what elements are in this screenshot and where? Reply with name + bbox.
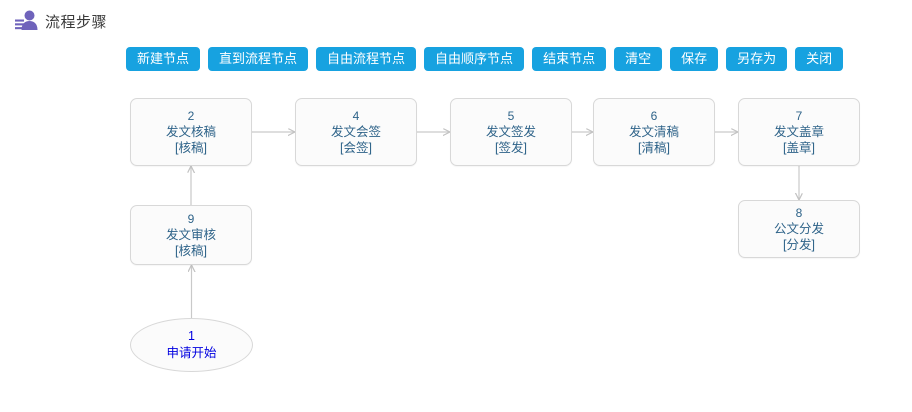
flow-node-8[interactable]: 8 公文分发 [分发]: [738, 200, 860, 258]
flow-node-1[interactable]: 1 申请开始: [130, 318, 253, 372]
node-name: 发文签发: [485, 125, 536, 139]
flow-node-4[interactable]: 4 发文会签 [会签]: [295, 98, 417, 166]
node-role: [签发]: [495, 141, 527, 155]
node-role: [清稿]: [638, 141, 670, 155]
node-name: 发文核稿: [165, 125, 216, 139]
node-id: 5: [507, 109, 515, 123]
node-name: 公文分发: [773, 222, 824, 236]
node-id: 8: [795, 206, 803, 220]
toolbar-button-clear[interactable]: 清空: [614, 47, 663, 71]
toolbar-button-close[interactable]: 关闭: [795, 47, 844, 71]
node-role: [核稿]: [175, 244, 207, 258]
toolbar-button-save[interactable]: 保存: [670, 47, 719, 71]
page-header: 流程步骤: [0, 0, 912, 42]
flow-toolbar: 新建节点直到流程节点自由流程节点自由顺序节点结束节点清空保存另存为关闭: [126, 47, 844, 71]
node-id: 1: [188, 329, 195, 343]
toolbar-button-free-flow-node[interactable]: 自由流程节点: [316, 47, 417, 71]
node-id: 9: [187, 212, 195, 226]
node-id: 7: [795, 109, 803, 123]
user-list-icon: [13, 8, 39, 34]
node-name: 发文清稿: [628, 125, 679, 139]
node-role: [分发]: [783, 238, 815, 252]
toolbar-button-end-node[interactable]: 结束节点: [532, 47, 607, 71]
node-name: 申请开始: [166, 346, 217, 360]
node-role: [盖章]: [783, 141, 815, 155]
page-title: 流程步骤: [45, 13, 108, 31]
node-name: 发文审核: [165, 228, 216, 242]
node-role: [会签]: [340, 141, 372, 155]
flow-node-5[interactable]: 5 发文签发 [签发]: [450, 98, 572, 166]
node-id: 2: [187, 109, 195, 123]
node-name: 发文会签: [330, 125, 381, 139]
flow-node-6[interactable]: 6 发文清稿 [清稿]: [593, 98, 715, 166]
node-id: 4: [352, 109, 360, 123]
node-name: 发文盖章: [773, 125, 824, 139]
flow-node-9[interactable]: 9 发文审核 [核稿]: [130, 205, 252, 265]
node-id: 6: [650, 109, 658, 123]
toolbar-button-save-as[interactable]: 另存为: [726, 47, 788, 71]
toolbar-button-free-sequence-node[interactable]: 自由顺序节点: [424, 47, 525, 71]
toolbar-button-new-node[interactable]: 新建节点: [126, 47, 201, 71]
flow-node-7[interactable]: 7 发文盖章 [盖章]: [738, 98, 860, 166]
flow-node-2[interactable]: 2 发文核稿 [核稿]: [130, 98, 252, 166]
toolbar-button-direct-flow-node[interactable]: 直到流程节点: [208, 47, 309, 71]
node-role: [核稿]: [175, 141, 207, 155]
